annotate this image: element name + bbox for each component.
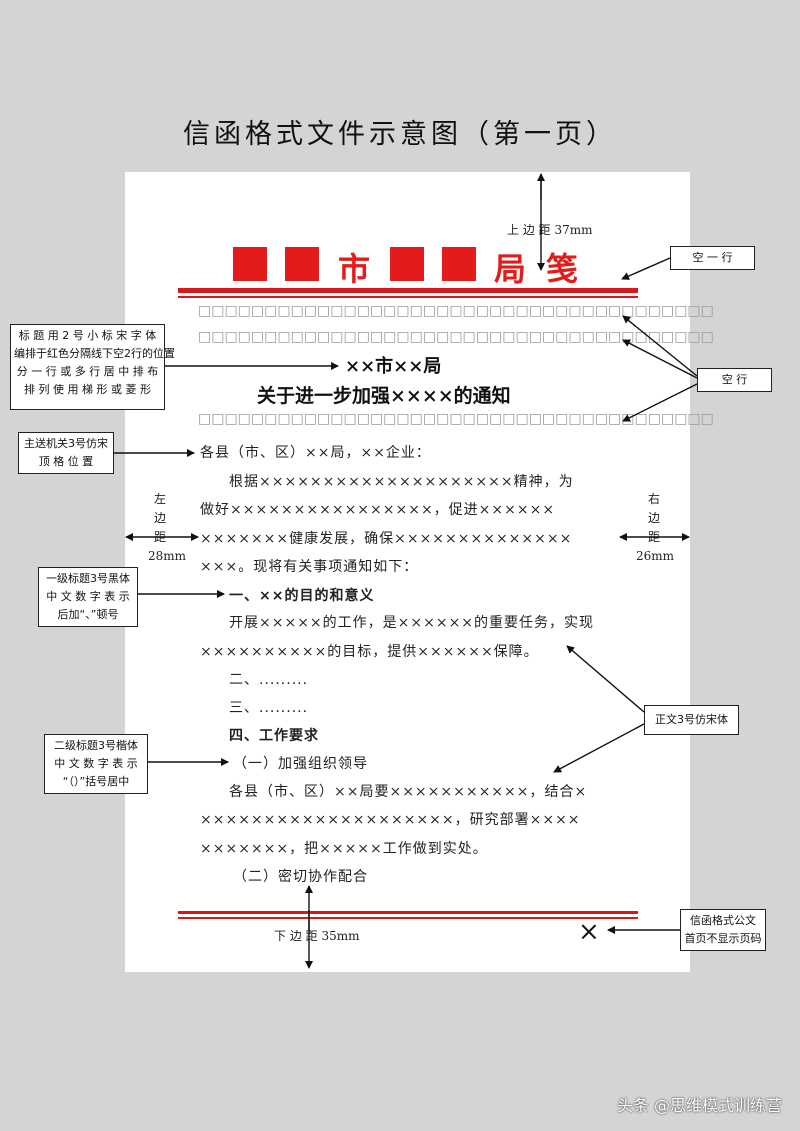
top-margin-label: 上 边 距 37mm <box>507 223 593 237</box>
para1-line-1: 根据××××××××××××××××××××精神，为 <box>229 474 574 490</box>
empty-line-pointer <box>621 257 671 280</box>
recipient-line: 各县（市、区）××局，××企业： <box>200 445 431 461</box>
blank-row-3: □□□□□□□□□□□□□□□□□□□□□□□□□□□□□□□□□□□□□□□ <box>198 411 714 427</box>
doc-subject: 关于进一步加强××××的通知 <box>257 385 511 407</box>
bottom-red-line-2 <box>178 917 638 919</box>
watermark: 头条 @思维模式训练营 <box>616 1096 782 1115</box>
letterhead-char-bureau: 局 <box>494 250 527 288</box>
no-page-number-mark: × <box>578 917 600 947</box>
redacted-block-4 <box>442 247 476 281</box>
para2-line-1: 开展×××××的工作，是××××××的重要任务，实现 <box>229 615 595 631</box>
annotation-recipient-note: 主送机关3号仿宋 顶 格 位 置 <box>18 432 114 474</box>
para3-line-1: 各县（市、区）××局要×××××××××××，结合× <box>229 784 588 800</box>
red-separator-thin <box>178 296 638 298</box>
heading2-2: （二）密切协作配合 <box>233 869 368 885</box>
blank-lines-pointer-1 <box>622 315 698 377</box>
para1-line-2: 做好××××××××××××××××，促进×××××× <box>200 502 556 518</box>
annotation-empty-line: 空 一 行 <box>670 246 755 270</box>
heading1-3: 三、......... <box>229 700 309 716</box>
body-note-pointer-2 <box>553 723 645 773</box>
heading1-1: 一、××的目的和意义 <box>229 588 375 604</box>
blank-lines-pointer-3 <box>622 383 698 422</box>
annotation-heading2-note: 二级标题3号楷体 中 文 数 字 表 示 “（）”括号居中 <box>44 734 148 794</box>
document-page <box>125 172 690 972</box>
para1-line-4: ×××。现将有关事项通知如下： <box>200 559 419 575</box>
blank-row-1: □□□□□□□□□□□□□□□□□□□□□□□□□□□□□□□□□□□□□□□ <box>198 303 714 319</box>
bottom-red-line-1 <box>178 911 638 914</box>
para3-line-3: ×××××××，把×××××工作做到实处。 <box>200 841 488 857</box>
letterhead-char-paper: 笺 <box>546 250 579 288</box>
redacted-block-3 <box>390 247 424 281</box>
body-note-pointer-1 <box>566 645 645 713</box>
annotation-heading1-note: 一级标题3号黑体 中 文 数 字 表 示 后加“、”顿号 <box>38 567 138 627</box>
heading1-4: 四、工作要求 <box>229 728 319 744</box>
heading2-1: （一）加强组织领导 <box>233 756 368 772</box>
heading1-2: 二、......... <box>229 672 309 688</box>
blank-lines-pointer-2 <box>622 339 698 379</box>
annotation-page-number-note: 信函格式公文 首页不显示页码 <box>680 909 766 951</box>
annotation-body-note: 正文3号仿宋体 <box>644 705 739 735</box>
annotation-title-note: 标 题 用 2 号 小 标 宋 字 体 编排于红色分隔线下空2行的位置 分 一 … <box>10 324 175 410</box>
para1-line-3: ×××××××健康发展，确保×××××××××××××× <box>200 531 573 547</box>
red-separator-thick <box>178 288 638 293</box>
blank-row-2: □□□□□□□□□□□□□□□□□□□□□□□□□□□□□□□□□□□□□□□ <box>198 329 714 345</box>
para2-line-2: ××××××××××的目标，提供××××××保障。 <box>200 644 539 660</box>
doc-issuer: ××市××局 <box>345 356 442 377</box>
redacted-block-2 <box>285 247 319 281</box>
bottom-margin-label: 下 边 距 35mm <box>274 929 360 943</box>
redacted-block-1 <box>233 247 267 281</box>
annotation-blank-lines: 空 行 <box>697 368 772 392</box>
page-title: 信函格式文件示意图（第一页） <box>183 119 617 150</box>
letterhead-char-city: 市 <box>338 250 371 288</box>
para3-line-2: ××××××××××××××××××××，研究部署×××× <box>200 812 581 828</box>
